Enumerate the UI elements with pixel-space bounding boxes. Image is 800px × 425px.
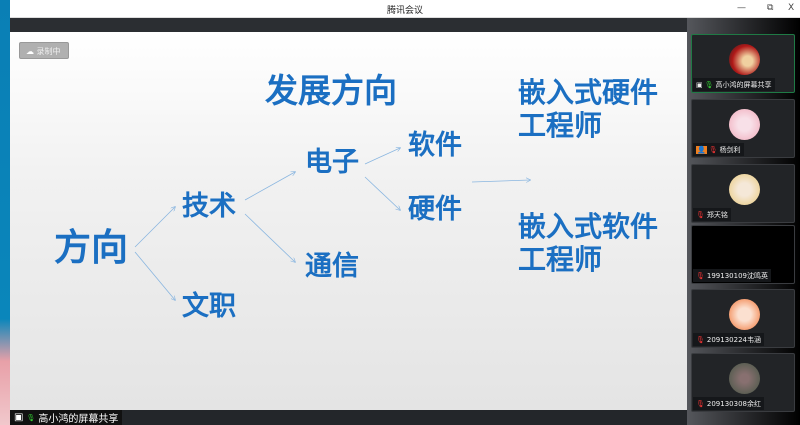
node-engineer-1: 工程师 — [518, 109, 603, 142]
minimize-button[interactable]: — — [737, 3, 746, 13]
avatar — [729, 109, 760, 140]
mic-icon: 🎙 — [704, 80, 714, 89]
participant-tile[interactable]: 🎙郑天铭 — [691, 164, 795, 223]
participant-panel: ▣🎙高小鸿的屏幕共享 👤🎙杨剑利 🎙郑天铭 🎙199130109沈鸣英 🎙209… — [687, 18, 800, 425]
share-label-text: 高小鸿的屏幕共享 — [38, 414, 119, 425]
arrow — [244, 172, 295, 201]
participant-tile[interactable]: ▣🎙高小鸿的屏幕共享 — [691, 34, 795, 93]
node-electronics: 电子 — [305, 147, 359, 178]
node-software: 软件 — [408, 130, 462, 161]
participant-name: 郑天铭 — [706, 210, 728, 219]
restore-button[interactable]: ⧉ — [767, 3, 774, 13]
participant-tile[interactable]: 🎙199130109沈鸣英 — [691, 225, 795, 284]
node-tech: 技术 — [182, 191, 236, 222]
arrow — [244, 213, 295, 262]
mic-muted-icon: 🎙 — [696, 210, 705, 219]
mic-muted-icon: 🎙 — [708, 145, 718, 154]
participant-tile[interactable]: 🎙209130224韦涵 — [691, 289, 795, 348]
mic-icon: 🎙 — [26, 413, 36, 422]
participant-name: 209130308余红 — [706, 399, 761, 408]
shared-screen: ☁ 录制中 发展方向 方向 技术 文职 电子 通信 软件 硬件 嵌入式硬件 工程… — [10, 32, 687, 410]
participant-tile[interactable]: 🎙209130308余红 — [691, 353, 795, 412]
node-communication: 通信 — [305, 251, 359, 282]
mic-muted-icon: 🎙 — [696, 399, 705, 408]
avatar — [729, 174, 760, 205]
arrow — [364, 176, 400, 210]
participant-tile[interactable]: 👤🎙杨剑利 — [691, 99, 795, 158]
arrow — [134, 207, 175, 248]
participant-name: 209130224韦涵 — [706, 335, 761, 344]
node-root: 方向 — [54, 226, 128, 269]
avatar — [729, 299, 760, 330]
mic-muted-icon: 🎙 — [696, 335, 705, 344]
recording-badge[interactable]: ☁ 录制中 — [19, 42, 69, 59]
participant-name: 杨剑利 — [719, 145, 741, 154]
arrow — [134, 251, 175, 300]
screen-share-icon: ▣ — [14, 412, 24, 423]
node-embedded-sw: 嵌入式软件 — [518, 210, 659, 243]
arrow — [364, 148, 400, 165]
slide-title: 发展方向 — [265, 71, 397, 110]
mindmap-arrows — [134, 32, 687, 410]
node-embedded-hw: 嵌入式硬件 — [518, 76, 659, 109]
desktop-edge — [0, 0, 10, 425]
avatar — [729, 363, 760, 394]
recording-label: 录制中 — [36, 47, 61, 56]
title-bar: 腾讯会议 — ⧉ X — [10, 0, 800, 18]
participant-name: 高小鸿的屏幕共享 — [715, 80, 772, 89]
toolbar-strip — [10, 18, 687, 32]
share-status-bar: ▣ 🎙 高小鸿的屏幕共享 — [10, 410, 687, 425]
cloud-icon: ☁ — [26, 47, 34, 56]
host-icon: 👤 — [696, 145, 707, 154]
window-title: 腾讯会议 — [386, 6, 423, 16]
avatar — [729, 44, 760, 75]
node-clerical: 文职 — [182, 291, 236, 322]
close-button[interactable]: X — [788, 3, 795, 13]
screen-share-icon: ▣ — [696, 80, 703, 89]
node-hardware: 硬件 — [408, 194, 462, 225]
node-engineer-2: 工程师 — [518, 243, 603, 276]
participant-name: 199130109沈鸣英 — [706, 271, 768, 280]
mic-muted-icon: 🎙 — [696, 271, 705, 280]
share-label: ▣ 🎙 高小鸿的屏幕共享 — [10, 410, 123, 425]
arrow — [471, 180, 530, 182]
